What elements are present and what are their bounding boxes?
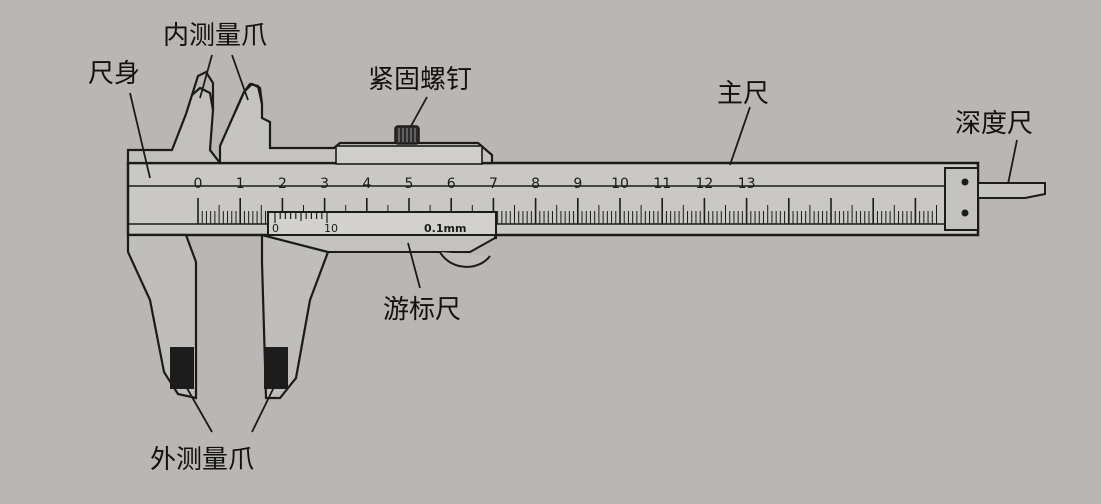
label-depth-rod: 深度尺 [955, 109, 1033, 139]
vernier-ten-label: 10 [324, 222, 338, 235]
outer-jaw-face [170, 347, 194, 389]
main-beam [126, 161, 980, 237]
rivet [961, 178, 969, 186]
main-scale-number: 12 [695, 176, 713, 192]
main-scale-number: 11 [653, 176, 671, 192]
label-locking-screw: 紧固螺钉 [368, 65, 472, 95]
leader-depth-rod [1007, 139, 1018, 185]
leader-vernier [407, 242, 421, 289]
main-scale-number: 7 [489, 176, 498, 192]
vernier-scale-ruler [274, 213, 328, 223]
vernier-slider [218, 82, 497, 400]
main-scale-number: 10 [611, 176, 629, 192]
main-scale-number: 9 [573, 176, 582, 192]
leader-outer-jaw-left [183, 382, 213, 433]
leader-main-scale [729, 106, 751, 166]
label-main-body: 尺身 [88, 59, 140, 89]
main-scale-number: 0 [194, 176, 203, 192]
depth-rod [977, 182, 1046, 199]
rivet [961, 209, 969, 217]
label-main-scale: 主尺 [717, 79, 769, 109]
main-scale-number: 2 [278, 176, 287, 192]
main-scale-number: 4 [362, 176, 371, 192]
fixed-jaw [126, 70, 223, 400]
leader-locking-screw [410, 96, 428, 127]
outer-jaw-face [264, 347, 288, 389]
leader-outer-jaw-right [251, 382, 277, 433]
main-scale-number: 6 [447, 176, 456, 192]
leader-inner-jaw-right [231, 54, 249, 101]
label-outer-jaws: 外测量爪 [150, 445, 254, 475]
leader-main-body [129, 92, 151, 179]
main-scale-number: 3 [320, 176, 329, 192]
main-scale-number: 13 [738, 176, 756, 192]
main-scale-number: 8 [531, 176, 540, 192]
label-vernier-scale: 游标尺 [383, 295, 461, 325]
main-scale-number: 1 [236, 176, 245, 192]
leader-inner-jaw-left [199, 54, 213, 99]
locking-screw [394, 125, 420, 145]
labels: 尺身 内测量爪 紧固螺钉 主尺 深度尺 游标尺 外测量爪 [88, 21, 1033, 475]
leader-lines [129, 54, 1018, 433]
precision-label: 0.1mm [424, 222, 466, 235]
main-scale-number: 5 [405, 176, 414, 192]
vernier-zero-label: 0 [272, 222, 279, 235]
label-inner-jaws: 内测量爪 [163, 21, 267, 51]
